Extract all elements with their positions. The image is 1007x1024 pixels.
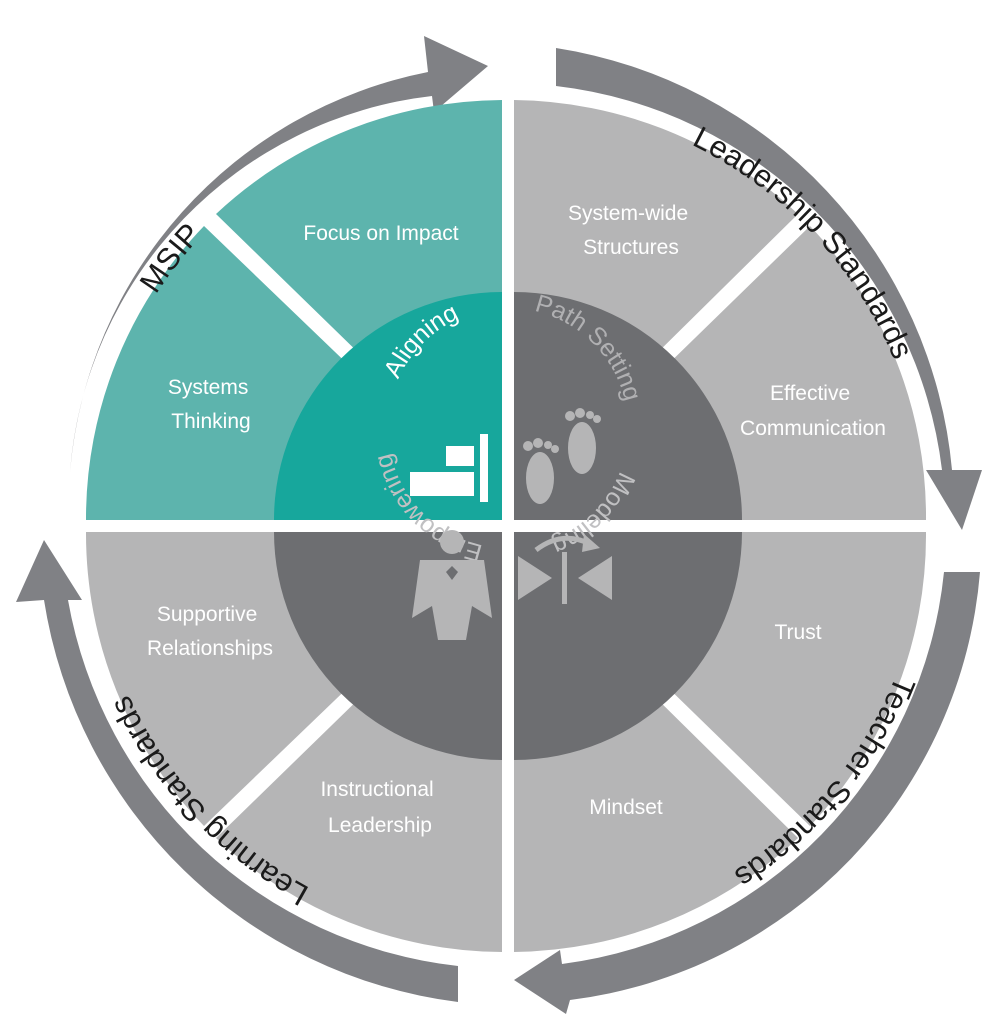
- segment-focus-on-impact: [216, 100, 502, 364]
- label-supportive-relationships: Supportive Relationships: [147, 603, 273, 660]
- label-trust-line-1: Trust: [774, 621, 821, 644]
- label-instructional-line-1: Instructional: [320, 778, 433, 801]
- label-systems-thinking: Systems Thinking: [168, 376, 254, 433]
- label-trust: Trust: [774, 621, 821, 644]
- label-system-wide-structures: System-wide Structures: [568, 202, 694, 259]
- arrow-bottom-left: [16, 540, 458, 1002]
- arrow-bottom-right: [514, 572, 980, 1014]
- segment-instructional-leadership: [216, 688, 502, 952]
- cycle-arrows: [16, 36, 982, 1014]
- label-systems-thinking-line-1: Systems: [168, 376, 249, 399]
- separators: [76, 90, 940, 962]
- label-supportive-line-2: Relationships: [147, 637, 273, 660]
- segment-mindset: [514, 688, 798, 952]
- segment-system-wide-structures: [514, 100, 798, 364]
- label-systems-thinking-line-2: Thinking: [171, 410, 250, 433]
- align-bars-icon: [410, 434, 488, 502]
- label-instructional-line-2: Leadership: [328, 814, 432, 837]
- footprints-icon: [523, 408, 601, 504]
- superhero-icon: [412, 530, 492, 640]
- label-system-wide-line-1: System-wide: [568, 202, 688, 225]
- label-effective-communication: Effective Communication: [740, 382, 886, 440]
- label-mindset: Mindset: [589, 796, 663, 819]
- segment-labels: Systems Thinking Focus on Impact System-…: [147, 202, 886, 837]
- label-focus-on-impact-line-1: Focus on Impact: [303, 222, 458, 245]
- label-mindset-line-1: Mindset: [589, 796, 663, 819]
- label-focus-on-impact: Focus on Impact: [303, 222, 458, 245]
- label-supportive-line-1: Supportive: [157, 603, 257, 626]
- mirror-arrow-icon: [518, 534, 612, 604]
- label-effective-line-1: Effective: [770, 382, 850, 405]
- label-instructional-leadership: Instructional Leadership: [320, 778, 439, 837]
- label-system-wide-line-2: Structures: [583, 236, 679, 259]
- label-effective-line-2: Communication: [740, 417, 886, 440]
- core-aligning: [274, 292, 502, 520]
- arrow-top-right: [556, 48, 982, 530]
- arrow-top-left: [30, 36, 488, 472]
- core-modeling: [514, 532, 742, 760]
